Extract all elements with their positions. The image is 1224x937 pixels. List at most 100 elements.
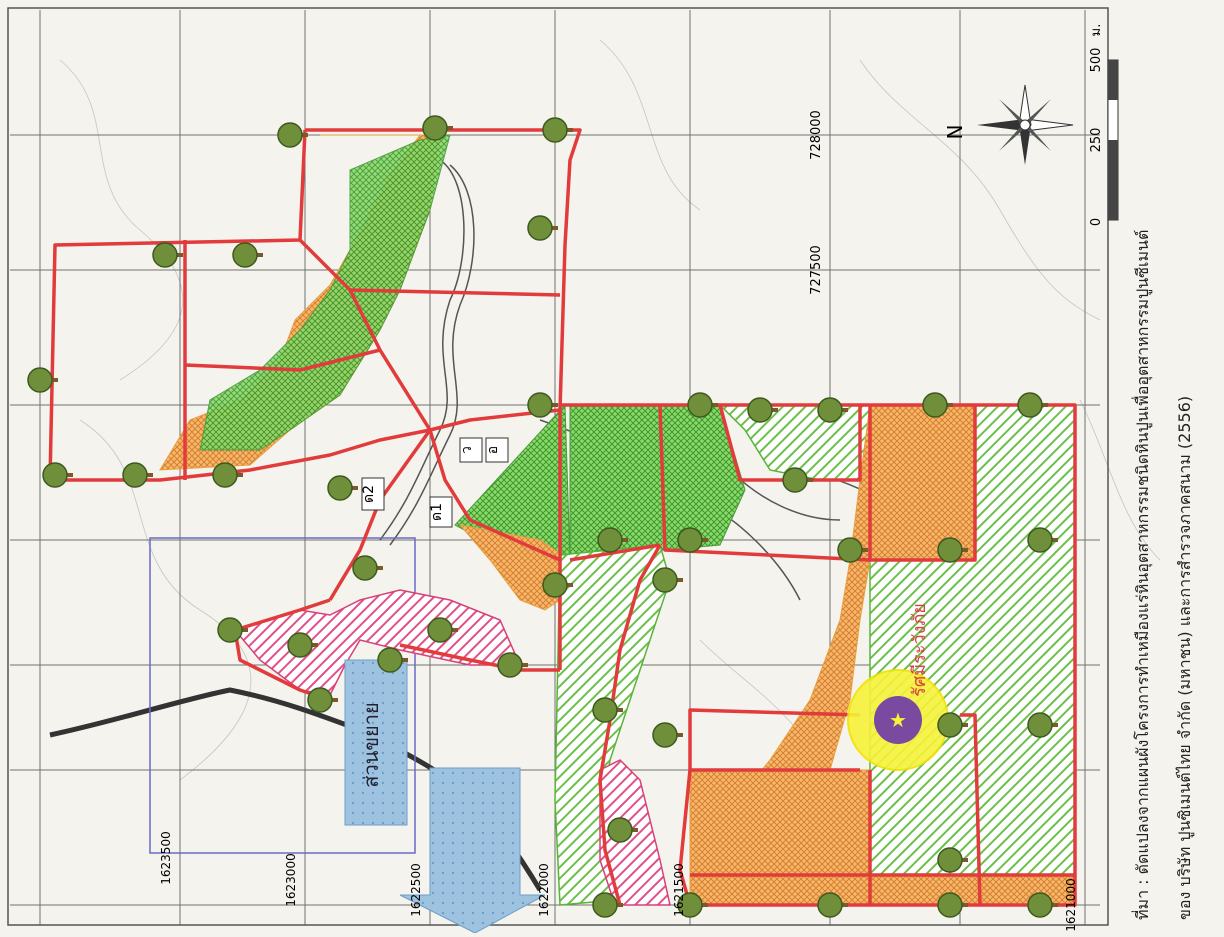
- tree-icon: [837, 537, 863, 563]
- tree-icon: [597, 527, 623, 553]
- north-label: N: [943, 125, 967, 140]
- tree-icon: [937, 892, 963, 918]
- grid-label-top-1: 728000: [809, 110, 824, 160]
- tree-icon: [1027, 712, 1053, 738]
- tree-trunk: [145, 473, 153, 477]
- tree-trunk: [675, 578, 683, 582]
- blast-star-icon: ★: [889, 708, 907, 732]
- tree-trunk: [700, 538, 708, 542]
- boundary-lines: [48, 128, 1077, 907]
- expansion-arrow: [344, 659, 546, 934]
- grid-label-left-2: 1623000: [284, 853, 298, 906]
- tree-icon: [937, 712, 963, 738]
- tree-trunk: [960, 723, 968, 727]
- tree-trunk: [630, 828, 638, 832]
- tree-trunk: [860, 548, 868, 552]
- tree-icon: [607, 817, 633, 843]
- tree-trunk: [330, 698, 338, 702]
- source-caption-line-1: ที่มา : ดัดแปลงจากแผนผังโครงการทำเหมืองแ…: [1131, 230, 1153, 920]
- tree-icon: [42, 462, 68, 488]
- tree-trunk: [840, 903, 848, 907]
- tree-icon: [427, 617, 453, 643]
- tree-icon: [527, 392, 553, 418]
- tree-icon: [677, 527, 703, 553]
- tree-icon: [287, 632, 313, 658]
- tree-icon: [652, 567, 678, 593]
- tree-icon: [542, 572, 568, 598]
- zone-label-w-text: ว: [459, 446, 475, 454]
- tree-icon: [232, 242, 258, 268]
- tree-trunk: [960, 903, 968, 907]
- tree-trunk: [1040, 403, 1048, 407]
- scale-tick-250: 250: [1089, 128, 1104, 153]
- tree-icon: [782, 467, 808, 493]
- tree-icon: [747, 397, 773, 423]
- tree-icon: [817, 397, 843, 423]
- tree-icon: [527, 215, 553, 241]
- scale-tick-500: 500: [1089, 48, 1104, 73]
- tree-icon: [652, 722, 678, 748]
- tree-trunk: [300, 133, 308, 137]
- zone-central-orange: [458, 524, 571, 611]
- tree-icon: [212, 462, 238, 488]
- tree-trunk: [50, 378, 58, 382]
- north-arrow-icon: [977, 84, 1074, 165]
- tree-icon: [122, 462, 148, 488]
- tree-icon: [1017, 392, 1043, 418]
- zone-south-orange-block: [689, 769, 871, 906]
- tree-trunk: [700, 903, 708, 907]
- tree-trunk: [805, 478, 813, 482]
- tree-icon: [152, 242, 178, 268]
- tree-trunk: [675, 733, 683, 737]
- tree-icon: [1027, 527, 1053, 553]
- tree-trunk: [770, 408, 778, 412]
- tree-icon: [497, 652, 523, 678]
- grid-label-top-2: 727500: [809, 245, 824, 295]
- grid-label-left-4: 1622000: [537, 863, 551, 916]
- scale-unit: ม.: [1089, 24, 1104, 37]
- tree-trunk: [520, 663, 528, 667]
- grid-label-left-1: 1623500: [159, 831, 173, 884]
- tree-trunk: [615, 708, 623, 712]
- tree-icon: [217, 617, 243, 643]
- tree-icon: [327, 475, 353, 501]
- tree-icon: [307, 687, 333, 713]
- tree-trunk: [615, 903, 623, 907]
- grid-label-left-5: 1621500: [672, 863, 686, 916]
- grid-label-left-3: 1622500: [409, 863, 423, 916]
- blast-point: [874, 696, 922, 744]
- tree-trunk: [375, 566, 383, 570]
- tree-trunk: [235, 473, 243, 477]
- zone-label-d1: ด1: [429, 496, 453, 528]
- tree-icon: [277, 122, 303, 148]
- zone-label-o-text: อ: [485, 446, 501, 454]
- tree-icon: [922, 392, 948, 418]
- tree-icon: [677, 892, 703, 918]
- tree-icon: [542, 117, 568, 143]
- tree-icon: [937, 537, 963, 563]
- tree-icon: [592, 697, 618, 723]
- scale-bar: [1107, 59, 1119, 221]
- tree-trunk: [445, 126, 453, 130]
- map-frame: [7, 7, 1109, 926]
- grid-label-left-6: 1621000: [1064, 878, 1078, 931]
- tree-icon: [687, 392, 713, 418]
- tree-icon: [422, 115, 448, 141]
- zone-east-green-block: [569, 404, 746, 561]
- tree-trunk: [1050, 903, 1058, 907]
- tree-icon: [1027, 892, 1053, 918]
- zone-label-d2: ด2: [361, 477, 385, 511]
- tree-trunk: [1050, 723, 1058, 727]
- tree-icon: [592, 892, 618, 918]
- zone-label-w: ว: [459, 437, 483, 463]
- tree-trunk: [945, 403, 953, 407]
- tree-icon: [377, 647, 403, 673]
- expansion-area-frame: [149, 537, 416, 854]
- tree-icon: [352, 555, 378, 581]
- tree-trunk: [620, 538, 628, 542]
- tree-trunk: [710, 403, 718, 407]
- zone-label-o: อ: [485, 437, 509, 463]
- expansion-area-label: ส่วนขยาย: [359, 702, 383, 787]
